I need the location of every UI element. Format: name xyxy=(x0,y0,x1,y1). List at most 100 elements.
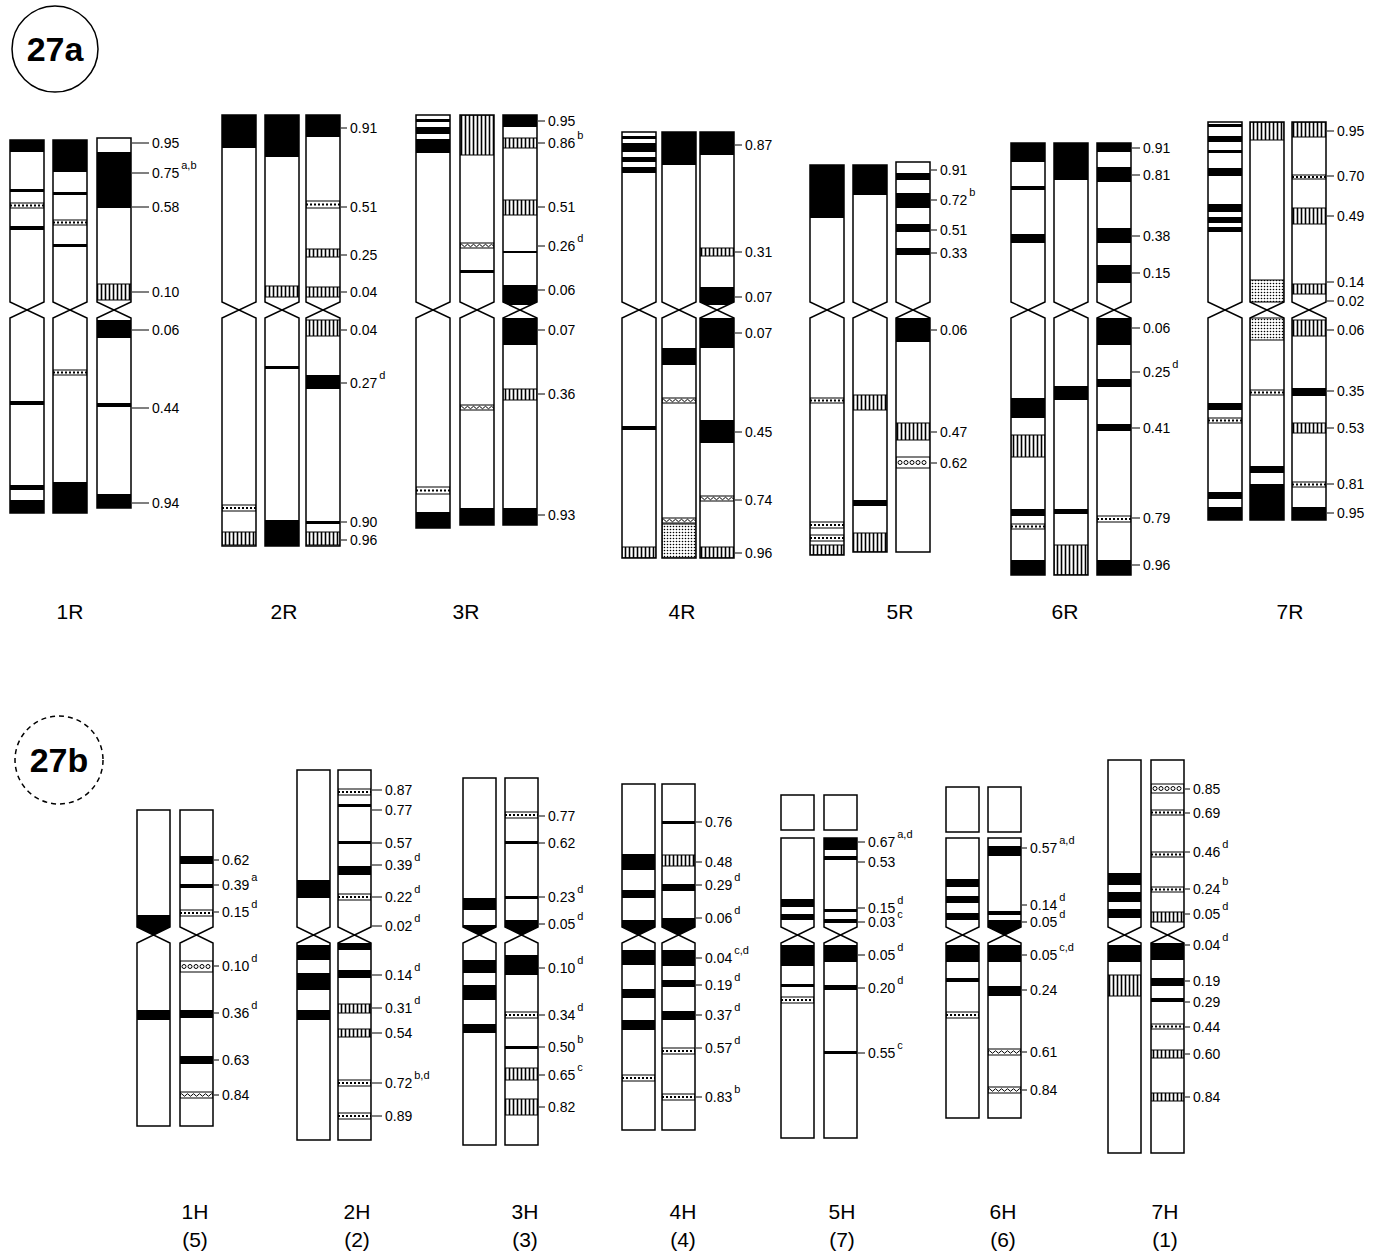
homoeology-group: (6) xyxy=(990,1228,1016,1252)
band-position: 0.55 xyxy=(868,1045,895,1061)
homoeology-group: (3) xyxy=(512,1228,538,1252)
band-texture xyxy=(1011,526,1045,528)
band-note: a,b xyxy=(181,159,196,171)
tick-line xyxy=(1185,1054,1190,1055)
band-position: 0.96 xyxy=(1143,557,1170,573)
band-note: d xyxy=(897,894,903,906)
chromatid-outline xyxy=(53,140,87,513)
band-note: d xyxy=(577,232,583,244)
band-note: d xyxy=(1059,908,1065,920)
band xyxy=(824,1051,857,1054)
band-position: 0.05 xyxy=(1030,914,1057,930)
band-position: 0.95 xyxy=(152,135,179,151)
band xyxy=(946,945,979,962)
band xyxy=(896,318,930,342)
band-position: 0.76 xyxy=(705,814,732,830)
band xyxy=(1097,379,1131,387)
band-position: 0.10 xyxy=(548,960,575,976)
band-position: 0.07 xyxy=(745,289,772,305)
chromatid-outline xyxy=(97,138,131,508)
chromatid-fill xyxy=(1208,122,1242,520)
band xyxy=(781,984,814,987)
band-group xyxy=(1097,143,1131,575)
band xyxy=(662,1048,695,1054)
band xyxy=(1011,398,1045,418)
band-position: 0.37 xyxy=(705,1007,732,1023)
band-position: 0.72 xyxy=(385,1075,412,1091)
band-position: 0.06 xyxy=(1337,322,1364,338)
tick-line xyxy=(931,230,937,231)
tick-line xyxy=(539,924,545,925)
band-note: a,d xyxy=(1059,834,1074,846)
tick-line xyxy=(1185,945,1190,946)
tick-line xyxy=(931,200,937,201)
band-texture xyxy=(988,1051,1024,1054)
chromosome xyxy=(1011,143,1140,575)
band xyxy=(662,1011,695,1020)
band-position: 0.04 xyxy=(350,322,377,338)
figure-number-circle: 27b xyxy=(13,714,105,806)
tick-line xyxy=(696,958,702,959)
chromosome-name: 7R xyxy=(1277,600,1304,624)
chromatid-outline xyxy=(1250,122,1284,520)
tick-line xyxy=(1185,981,1190,982)
band-texture xyxy=(662,519,698,522)
band-position: 0.96 xyxy=(745,545,772,561)
band xyxy=(700,496,734,501)
band xyxy=(338,970,371,978)
tick-line xyxy=(1132,236,1140,237)
chromatid-fill xyxy=(1097,143,1131,575)
band xyxy=(622,426,656,430)
chromatid-fill xyxy=(1054,143,1088,575)
band xyxy=(503,200,537,215)
band-group xyxy=(662,132,698,558)
band xyxy=(810,165,844,218)
band-position: 0.62 xyxy=(222,852,249,868)
chromatid-fill xyxy=(463,778,496,1145)
chromosome xyxy=(946,787,1027,1118)
band-texture xyxy=(10,205,44,207)
band-group xyxy=(662,821,695,1100)
band-position: 0.83 xyxy=(705,1089,732,1105)
band-position: 0.91 xyxy=(1143,140,1170,156)
band-texture xyxy=(781,999,814,1001)
band-group xyxy=(53,140,87,513)
tick-line xyxy=(696,1048,702,1049)
chromatid-fill xyxy=(1250,122,1284,520)
band xyxy=(1208,136,1242,142)
tick-line xyxy=(1327,484,1334,485)
band-group xyxy=(824,838,857,1054)
band-note: b xyxy=(577,1033,583,1045)
band xyxy=(1208,124,1242,127)
band-note: d xyxy=(734,971,740,983)
band xyxy=(1151,943,1184,960)
tick-line xyxy=(1022,905,1027,906)
chromatid-fill xyxy=(853,165,887,552)
band xyxy=(503,508,537,525)
homoeology-group: (5) xyxy=(182,1228,208,1252)
tick-line xyxy=(931,463,937,464)
band xyxy=(97,403,131,407)
band-position: 0.02 xyxy=(1337,293,1364,309)
band-group xyxy=(1054,143,1088,575)
band xyxy=(503,251,537,253)
band-position: 0.85 xyxy=(1193,781,1220,797)
band-texture xyxy=(182,965,186,969)
tick-line xyxy=(858,862,865,863)
band-position: 0.51 xyxy=(350,199,377,215)
band xyxy=(1151,1093,1184,1101)
band xyxy=(505,1068,538,1080)
tick-line xyxy=(1327,282,1334,283)
band-note: d xyxy=(897,974,903,986)
band-position: 0.89 xyxy=(385,1108,412,1124)
band-note: a,d xyxy=(897,828,912,840)
band-texture xyxy=(180,912,213,914)
band xyxy=(662,348,696,365)
chromatid-fill xyxy=(297,770,330,1140)
tick-line xyxy=(931,253,937,254)
band xyxy=(1250,280,1284,302)
band xyxy=(988,920,1021,935)
band xyxy=(1250,318,1284,340)
tick-line xyxy=(735,500,742,501)
